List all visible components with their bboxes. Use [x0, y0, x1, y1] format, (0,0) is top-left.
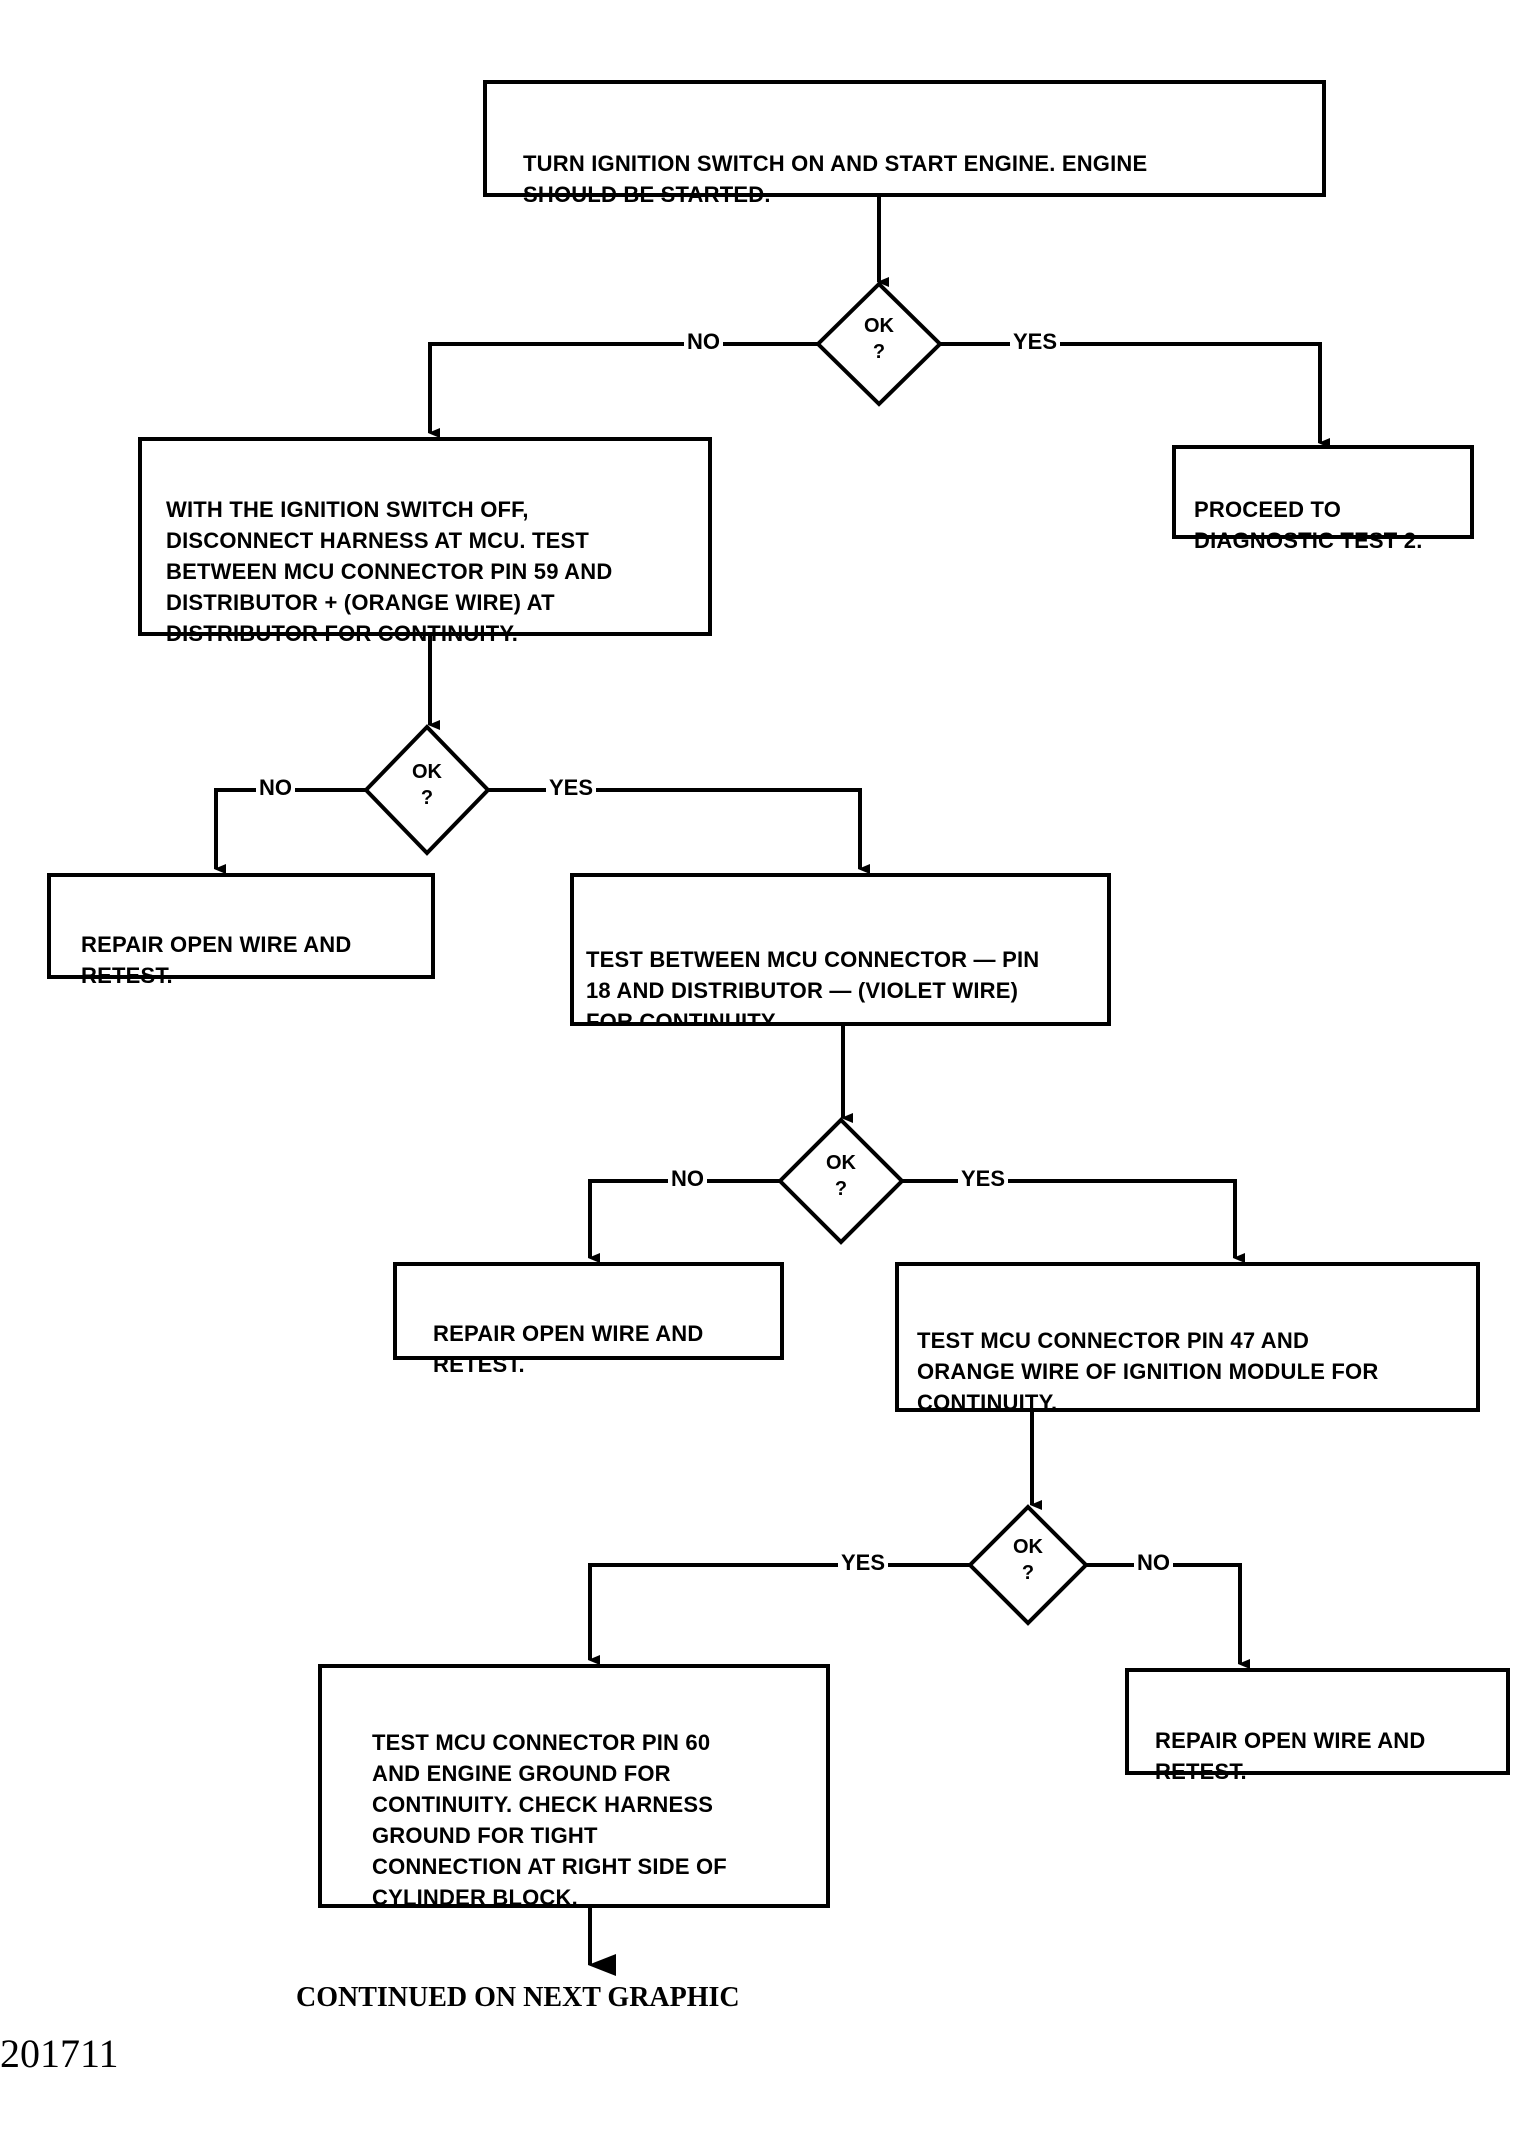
step-harness-test-box: WITH THE IGNITION SWITCH OFF, DISCONNECT… — [138, 437, 712, 646]
decision-1-ok: OK — [864, 315, 894, 337]
decision-4-yes-label: YES — [838, 1550, 889, 1576]
decision-2-no-label: NO — [256, 775, 295, 801]
arrow-d3-no — [588, 1179, 780, 1263]
step-repair-1-box: REPAIR OPEN WIRE AND RETEST. — [47, 873, 435, 988]
step-repair-2-text: REPAIR OPEN WIRE AND RETEST. — [433, 1321, 704, 1377]
decision-diamond-4 — [967, 1504, 1089, 1626]
step-pin47-test-text: TEST MCU CONNECTOR PIN 47 AND ORANGE WIR… — [917, 1328, 1379, 1415]
decision-diamond-1 — [815, 281, 943, 407]
decision-diamond-3 — [777, 1117, 905, 1245]
decision-3-no-label: NO — [668, 1166, 707, 1192]
arrow-d2-no — [214, 788, 366, 874]
decision-1-question: ? — [872, 341, 886, 363]
decision-3-ok: OK — [826, 1152, 856, 1174]
decision-1-no-label: NO — [684, 329, 723, 355]
decision-4-ok: OK — [1013, 1536, 1043, 1558]
decision-2-yes-label: YES — [546, 775, 597, 801]
step-proceed-text: PROCEED TO DIAGNOSTIC TEST 2. — [1194, 497, 1423, 553]
continued-caption: CONTINUED ON NEXT GRAPHIC — [296, 1982, 740, 2013]
step-start-box: TURN IGNITION SWITCH ON AND START ENGINE… — [483, 80, 1326, 207]
decision-4-question: ? — [1021, 1562, 1035, 1584]
step-harness-test-text: WITH THE IGNITION SWITCH OFF, DISCONNECT… — [166, 497, 613, 646]
decision-1-label: OK ? — [849, 313, 909, 365]
step-pin60-test-box: TEST MCU CONNECTOR PIN 60 AND ENGINE GRO… — [318, 1664, 830, 1910]
step-violet-test-box: TEST BETWEEN MCU CONNECTOR — PIN 18 AND … — [570, 873, 1111, 1026]
step-repair-3-box: REPAIR OPEN WIRE AND RETEST. — [1125, 1668, 1510, 1784]
decision-4-no-label: NO — [1134, 1550, 1173, 1576]
decision-4-label: OK ? — [998, 1534, 1058, 1586]
decision-3-yes-label: YES — [958, 1166, 1009, 1192]
step-pin47-test-box: TEST MCU CONNECTOR PIN 47 AND ORANGE WIR… — [895, 1262, 1480, 1415]
decision-3-question: ? — [834, 1178, 848, 1200]
step-repair-3-text: REPAIR OPEN WIRE AND RETEST. — [1155, 1728, 1426, 1784]
step-proceed-box: PROCEED TO DIAGNOSTIC TEST 2. — [1172, 445, 1474, 553]
arrow-d4-no — [1086, 1563, 1250, 1669]
arrow-d4-yes — [588, 1563, 970, 1665]
decision-diamond-2 — [363, 724, 491, 856]
decision-2-question: ? — [420, 787, 434, 809]
decision-1-yes-label: YES — [1010, 329, 1061, 355]
step-violet-test-text: TEST BETWEEN MCU CONNECTOR — PIN 18 AND … — [586, 947, 1040, 1026]
arrow-d1-yes — [940, 342, 1330, 448]
arrow-d1-no — [428, 342, 818, 438]
step-pin60-test-text: TEST MCU CONNECTOR PIN 60 AND ENGINE GRO… — [372, 1730, 727, 1910]
decision-2-label: OK ? — [397, 759, 457, 811]
step-repair-1-text: REPAIR OPEN WIRE AND RETEST. — [81, 932, 352, 988]
decision-3-label: OK ? — [811, 1150, 871, 1202]
step-repair-2-box: REPAIR OPEN WIRE AND RETEST. — [393, 1262, 784, 1377]
arrow-d2-yes — [488, 788, 870, 874]
step-start-text: TURN IGNITION SWITCH ON AND START ENGINE… — [523, 151, 1148, 207]
decision-2-ok: OK — [412, 761, 442, 783]
figure-id: 201711 — [0, 2031, 119, 2076]
arrow-d3-yes — [902, 1179, 1245, 1263]
